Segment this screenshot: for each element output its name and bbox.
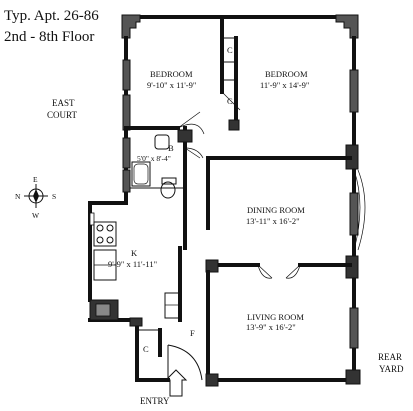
east-court-label-line2: COURT: [47, 110, 77, 120]
bathroom-fixtures: [131, 134, 177, 199]
compass-w: W: [32, 211, 40, 220]
bath-name: B: [168, 143, 174, 153]
living-name: LIVING ROOM: [247, 312, 304, 322]
plan-title-line1: Typ. Apt. 26-86: [4, 8, 99, 24]
closet1-label: C: [227, 45, 233, 55]
kitchen-dims: 9'-9" x 11'-11": [108, 259, 157, 269]
rear-yard-label-line2: YARD: [379, 364, 404, 374]
bedroom2-name: BEDROOM: [265, 69, 308, 79]
closet2-label: C: [227, 96, 233, 106]
compass-s: S: [52, 192, 56, 201]
kitchen-fixtures: [89, 221, 180, 321]
compass-n: N: [15, 192, 21, 201]
rear-yard-label-line1: REAR: [378, 352, 402, 362]
dining-dims: 13'-11" x 16'-2": [246, 216, 300, 226]
living-dims: 13'-9" x 16'-2": [246, 322, 296, 332]
kitchen-name: K: [131, 248, 138, 258]
plan-title-line2: 2nd - 8th Floor: [4, 29, 94, 45]
door-swings: [129, 91, 301, 381]
interior-walls: [124, 15, 352, 387]
left-windows: [89, 59, 131, 226]
entry-label: ENTRY: [140, 396, 170, 406]
dining-name: DINING ROOM: [247, 205, 305, 215]
closet3-label: C: [143, 344, 149, 354]
bedroom2-dims: 11'-9" x 14'-9": [260, 80, 309, 90]
compass-icon: [24, 184, 48, 208]
bedroom1-name: BEDROOM: [150, 69, 193, 79]
bedroom1-dims: 9'-10" x 11'-9": [147, 80, 196, 90]
right-windows: [345, 69, 366, 385]
bath-dims: 5'0" x 8'-4": [137, 154, 171, 163]
entry-arrow-icon: [164, 369, 188, 397]
east-court-label-line1: EAST: [52, 98, 75, 108]
foyer-label: F: [190, 328, 195, 338]
compass-e: E: [33, 175, 38, 184]
